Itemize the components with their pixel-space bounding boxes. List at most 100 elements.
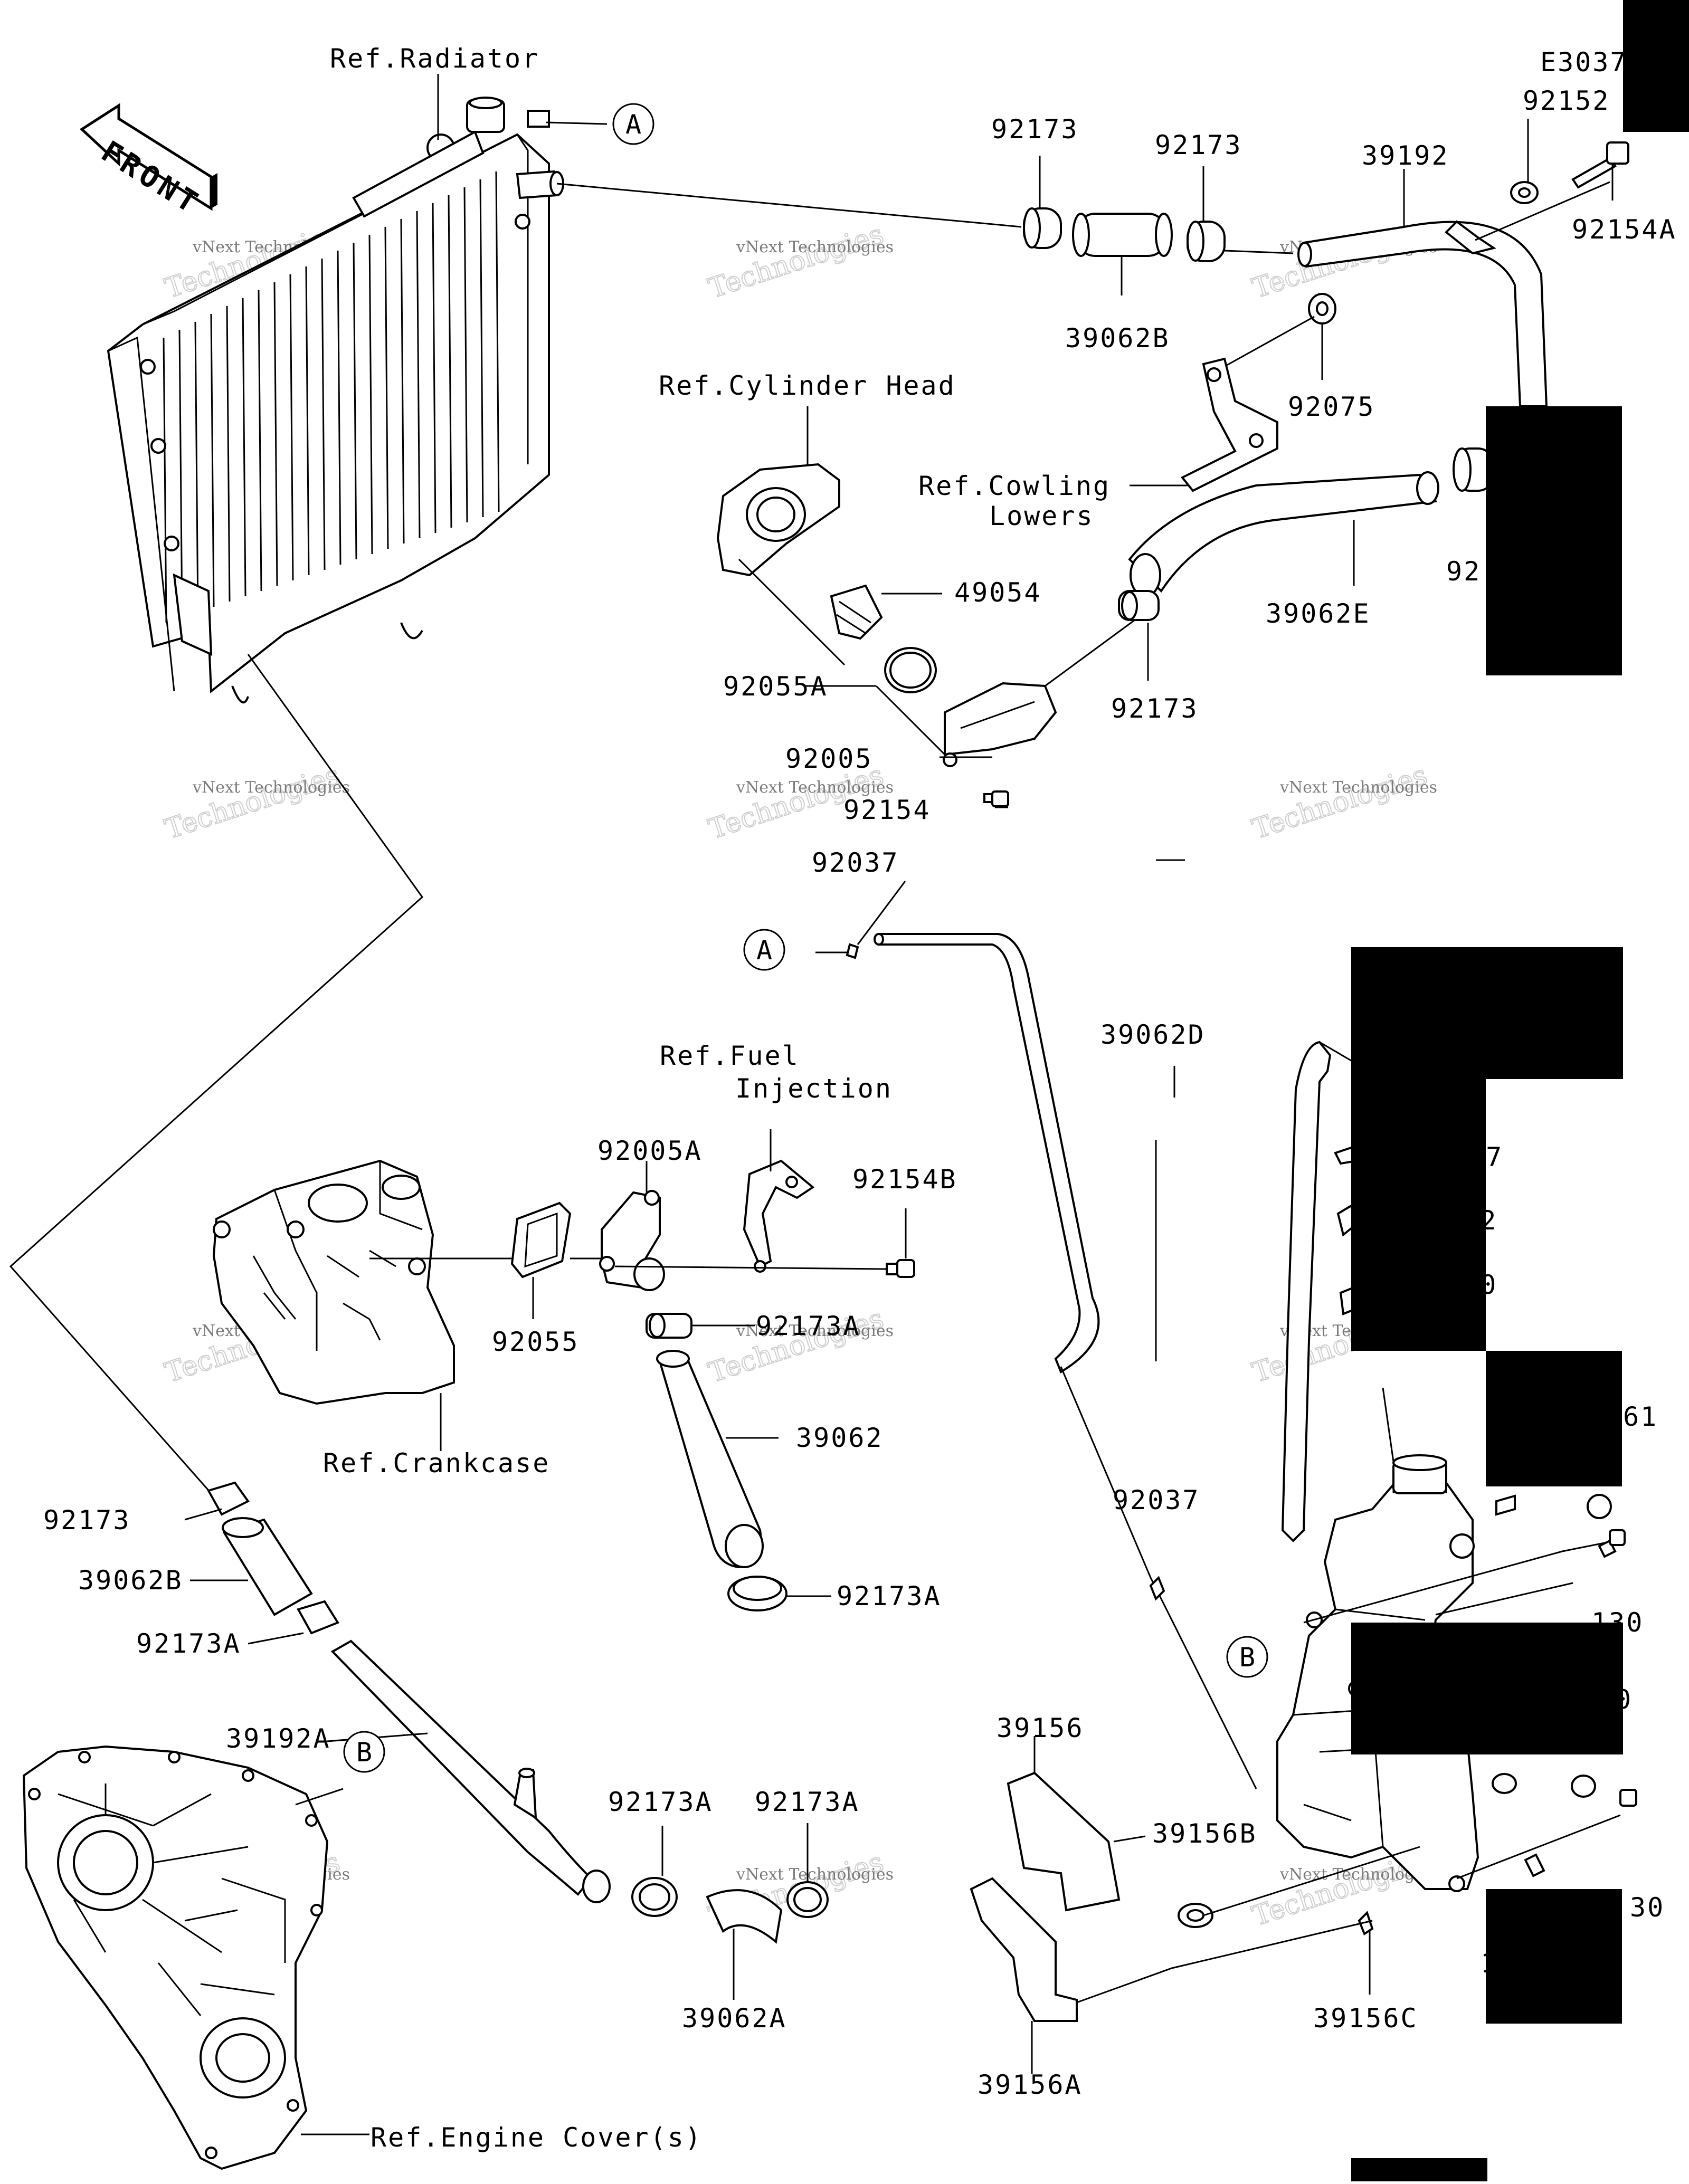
thermostat-49054 bbox=[830, 584, 883, 640]
clamp-92173A-1 bbox=[646, 1313, 692, 1339]
part-39062B: 39062B bbox=[1065, 323, 1170, 354]
part-labels: E3037 Ref.Radiator 92173 92173 39192 921… bbox=[43, 43, 1677, 2153]
part-92173: 92173 bbox=[43, 1505, 131, 1536]
part-92055: 92055 bbox=[492, 1327, 580, 1357]
front-arrow-icon: FRONT bbox=[79, 103, 217, 222]
bolt-92154B bbox=[886, 1208, 915, 1278]
part-92154: 92154 bbox=[843, 795, 931, 825]
part-92173A: 92173A bbox=[756, 1311, 861, 1341]
grommet-92152 bbox=[1510, 181, 1539, 204]
clamp-92173A-4 bbox=[786, 1823, 829, 1918]
part-92173A: 92173A bbox=[608, 1787, 713, 1817]
svg-text:A: A bbox=[756, 935, 774, 966]
part-92173: 92173 bbox=[991, 114, 1079, 145]
hose-39062A bbox=[706, 1889, 783, 2000]
gasket-92055 bbox=[510, 1201, 572, 1319]
ref-radiator: Ref.Radiator bbox=[330, 43, 539, 74]
redaction-blocks bbox=[1351, 0, 1689, 2181]
ref-cylinder-head: Ref.Cylinder Head bbox=[659, 370, 956, 401]
thermostat-group bbox=[716, 463, 1160, 808]
part-92037: 92037 bbox=[812, 847, 899, 878]
part-92152: 92152 bbox=[1523, 85, 1610, 116]
part-partial-61: 61 bbox=[1623, 1401, 1658, 1432]
part-39192: 39192 bbox=[1362, 140, 1449, 171]
ref-crankcase: Ref.Crankcase bbox=[323, 1448, 550, 1479]
clamp-92173-left bbox=[184, 1481, 250, 1521]
diagram-code: E3037 bbox=[1540, 47, 1628, 78]
watermark-text: vNext Technologies bbox=[736, 1865, 894, 1884]
svg-text:B: B bbox=[356, 1737, 374, 1768]
collar-92075 bbox=[1308, 293, 1336, 325]
callout-a-mid: A bbox=[743, 929, 785, 971]
engine-cover bbox=[22, 1745, 369, 2170]
ref-engine-cover: Ref.Engine Cover(s) bbox=[371, 2122, 703, 2153]
watermark-text: vNext Technologies bbox=[736, 778, 894, 797]
part-39062B: 39062B bbox=[78, 1565, 183, 1596]
callout-b-right: B bbox=[1226, 1636, 1268, 1678]
hose-39062B-left bbox=[190, 1517, 313, 1616]
svg-text:A: A bbox=[625, 109, 643, 140]
part-49054: 49054 bbox=[954, 577, 1042, 608]
outlet-92005A bbox=[570, 1161, 665, 1291]
part-39192A: 39192A bbox=[226, 1723, 331, 1754]
part-39156C: 39156C bbox=[1313, 2003, 1418, 2034]
clamp-92173-mid bbox=[1118, 590, 1160, 621]
bracket-cowling bbox=[1180, 357, 1278, 492]
clamp-92173A-3 bbox=[631, 1826, 678, 1917]
bolt-92154A bbox=[1571, 141, 1629, 189]
part-92173: 92173 bbox=[1155, 130, 1242, 160]
part-39156B: 39156B bbox=[1152, 1818, 1257, 1849]
leader-lines bbox=[437, 74, 1614, 1361]
part-92075: 92075 bbox=[1288, 392, 1375, 422]
hose-39062D bbox=[815, 933, 1257, 1789]
part-92055A: 92055A bbox=[723, 671, 828, 702]
part-92173A: 92173A bbox=[837, 1581, 942, 1611]
part-92154A: 92154A bbox=[1572, 214, 1677, 245]
part-92037: 92037 bbox=[1113, 1485, 1200, 1515]
fuel-bracket bbox=[743, 1129, 815, 1273]
hose-39062E bbox=[1128, 471, 1439, 597]
watermark-text: vNext Technologies bbox=[192, 778, 350, 797]
svg-text:B: B bbox=[1239, 1642, 1257, 1673]
part-39062D: 39062D bbox=[1100, 1019, 1206, 1050]
part-39062A: 39062A bbox=[682, 2003, 787, 2034]
watermark-text: vNext Technologies bbox=[736, 238, 894, 256]
thermostat-cover bbox=[943, 682, 1057, 767]
ref-cowling-2: Lowers bbox=[989, 501, 1094, 531]
part-39062E: 39062E bbox=[1266, 598, 1371, 629]
part-92154B: 92154B bbox=[852, 1164, 957, 1195]
bolt-92154 bbox=[983, 790, 1009, 807]
cover-39156A bbox=[970, 1877, 1373, 2074]
part-39062: 39062 bbox=[796, 1423, 884, 1453]
watermark-text: vNext Technologies bbox=[736, 1322, 894, 1340]
part-92173: 92173 bbox=[1111, 693, 1199, 724]
part-92-partial: 92 bbox=[1446, 556, 1481, 587]
cover-39156 bbox=[1007, 1736, 1146, 1912]
hose-39062 bbox=[656, 1350, 779, 1569]
ref-cowling-1: Ref.Cowling bbox=[918, 471, 1111, 501]
pipe-39192 bbox=[1297, 221, 1548, 407]
clamp-92173A-2 bbox=[727, 1576, 831, 1611]
part-39156: 39156 bbox=[997, 1713, 1084, 1743]
clamp-92173A-left bbox=[248, 1600, 339, 1645]
o-ring-92055A bbox=[884, 647, 937, 693]
clamp-right-partial bbox=[1453, 447, 1495, 492]
callout-b-left: B bbox=[343, 1731, 385, 1773]
watermark-large: Technologies bbox=[161, 759, 344, 845]
hose-39062B-top bbox=[1072, 213, 1173, 257]
radiator-fins bbox=[163, 171, 500, 623]
part-92005A: 92005A bbox=[597, 1136, 703, 1166]
watermark-large: Technologies bbox=[705, 218, 887, 304]
callout-a-top: A bbox=[612, 103, 654, 145]
clamp-92173-top2 bbox=[1187, 221, 1226, 262]
clamp-92173-top1 bbox=[1023, 207, 1062, 249]
part-92173A: 92173A bbox=[136, 1628, 241, 1659]
crankcase bbox=[212, 1159, 515, 1451]
part-92173A: 92173A bbox=[755, 1787, 860, 1817]
ref-fuel-1: Ref.Fuel bbox=[660, 1041, 800, 1071]
watermark-text: vNext Technologies bbox=[1279, 778, 1437, 797]
radiator bbox=[107, 97, 564, 704]
watermark-large: Technologies bbox=[1248, 759, 1431, 845]
